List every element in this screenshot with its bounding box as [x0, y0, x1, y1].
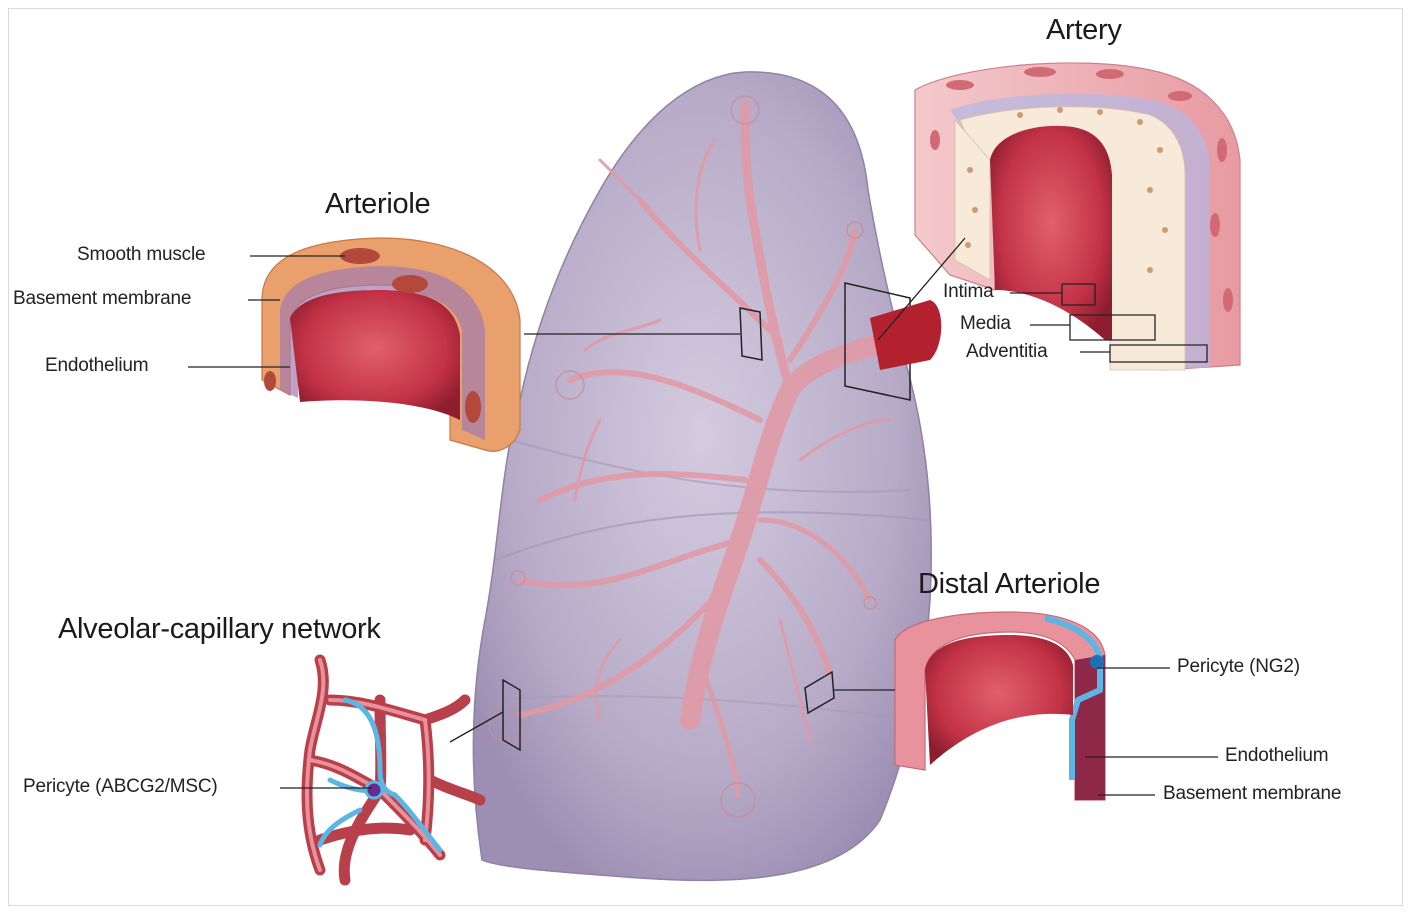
- alveolar-capillary-network-illustration: [307, 660, 480, 880]
- title-arteriole: Arteriole: [325, 188, 430, 221]
- label-basement-membrane-distal: Basement membrane: [1163, 783, 1341, 805]
- label-intima: Intima: [943, 281, 994, 303]
- label-endothelium-arteriole: Endothelium: [45, 355, 148, 377]
- label-endothelium-distal: Endothelium: [1225, 745, 1328, 767]
- label-smooth-muscle: Smooth muscle: [77, 244, 205, 266]
- title-distal-arteriole: Distal Arteriole: [918, 568, 1100, 601]
- label-pericyte-abcg2-msc: Pericyte (ABCG2/MSC): [23, 776, 217, 798]
- title-alveolar-capillary-network: Alveolar-capillary network: [58, 613, 381, 646]
- title-artery: Artery: [1046, 14, 1122, 47]
- arteriole-illustration: [262, 238, 520, 451]
- label-media: Media: [960, 313, 1011, 335]
- label-basement-membrane-arteriole: Basement membrane: [13, 288, 191, 310]
- label-adventitia: Adventitia: [966, 341, 1047, 363]
- label-pericyte-ng2: Pericyte (NG2): [1177, 656, 1300, 678]
- distal-arteriole-illustration: [895, 612, 1105, 800]
